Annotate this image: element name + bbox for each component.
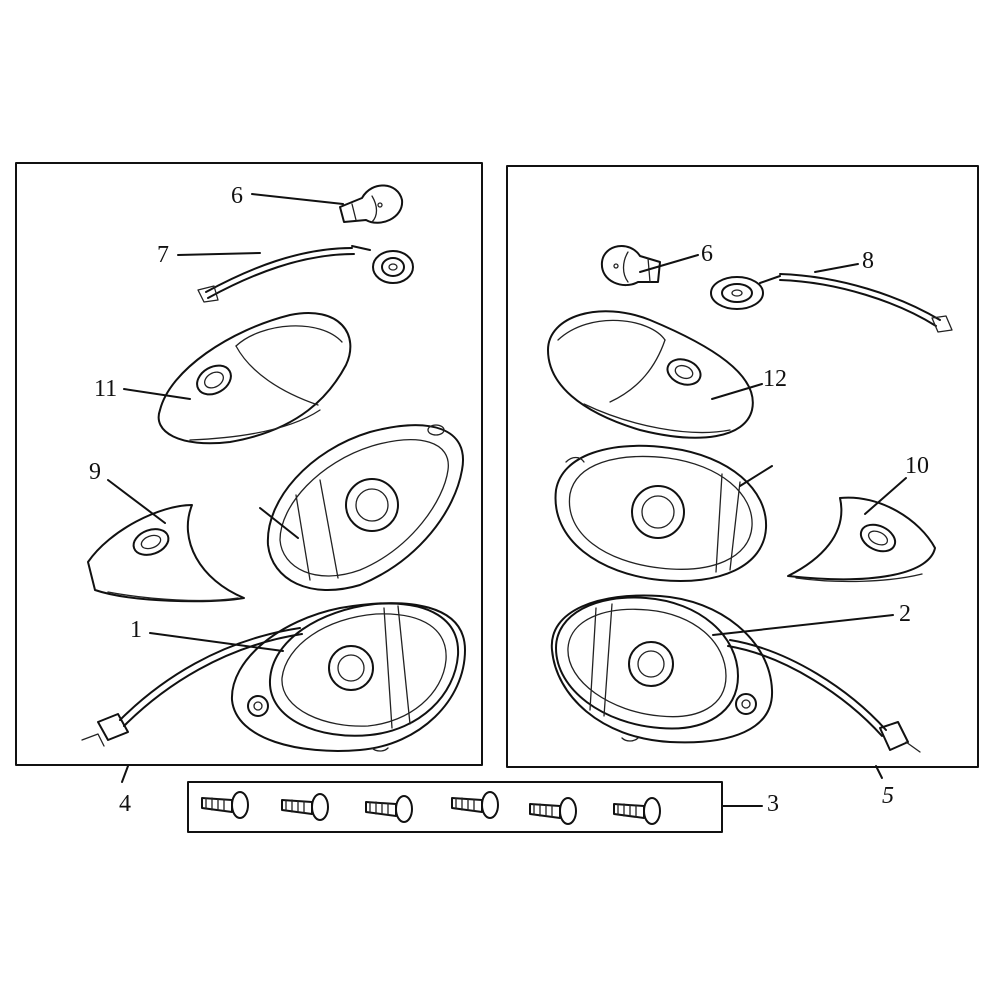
callout-1: 1: [130, 617, 142, 643]
screw-5: [529, 797, 577, 825]
callout-12: 12: [763, 366, 787, 392]
callout-6-left: 6: [231, 183, 243, 209]
callout-9: 9: [89, 459, 101, 485]
base-housing-2: [550, 594, 921, 753]
callout-11: 11: [94, 376, 118, 402]
bulb-right: [600, 245, 661, 287]
base-housing-1: [81, 602, 466, 752]
callout-2: 2: [899, 601, 911, 627]
callout-6-right: 6: [701, 241, 713, 267]
lens-cover-12: [547, 310, 754, 439]
right-assembly-panel: [506, 165, 979, 768]
callout-5: 5: [882, 783, 894, 809]
screw-3: [365, 795, 413, 823]
callout-4: 4: [119, 791, 131, 817]
callout-10: 10: [905, 453, 929, 479]
lens-wedge-9: [87, 504, 245, 603]
lens-cover-11: [157, 312, 352, 445]
lens-wedge-10: [787, 496, 936, 583]
bulb-left: [339, 184, 404, 224]
screw-4: [451, 791, 499, 819]
screw-2: [281, 793, 329, 821]
screw-6: [613, 797, 661, 825]
reflector-housing-right: [554, 444, 768, 582]
callout-7: 7: [157, 242, 169, 268]
reflector-housing-left: [266, 424, 465, 591]
leader-lines: [107, 193, 907, 807]
screw-1: [201, 791, 249, 819]
callout-3: 3: [767, 791, 779, 817]
callout-8: 8: [862, 248, 874, 274]
screw-set-box: [187, 781, 723, 833]
bulb-socket-wire-right: [710, 273, 953, 333]
bulb-socket-wire-left: [197, 245, 414, 303]
left-assembly-panel: [15, 162, 483, 766]
